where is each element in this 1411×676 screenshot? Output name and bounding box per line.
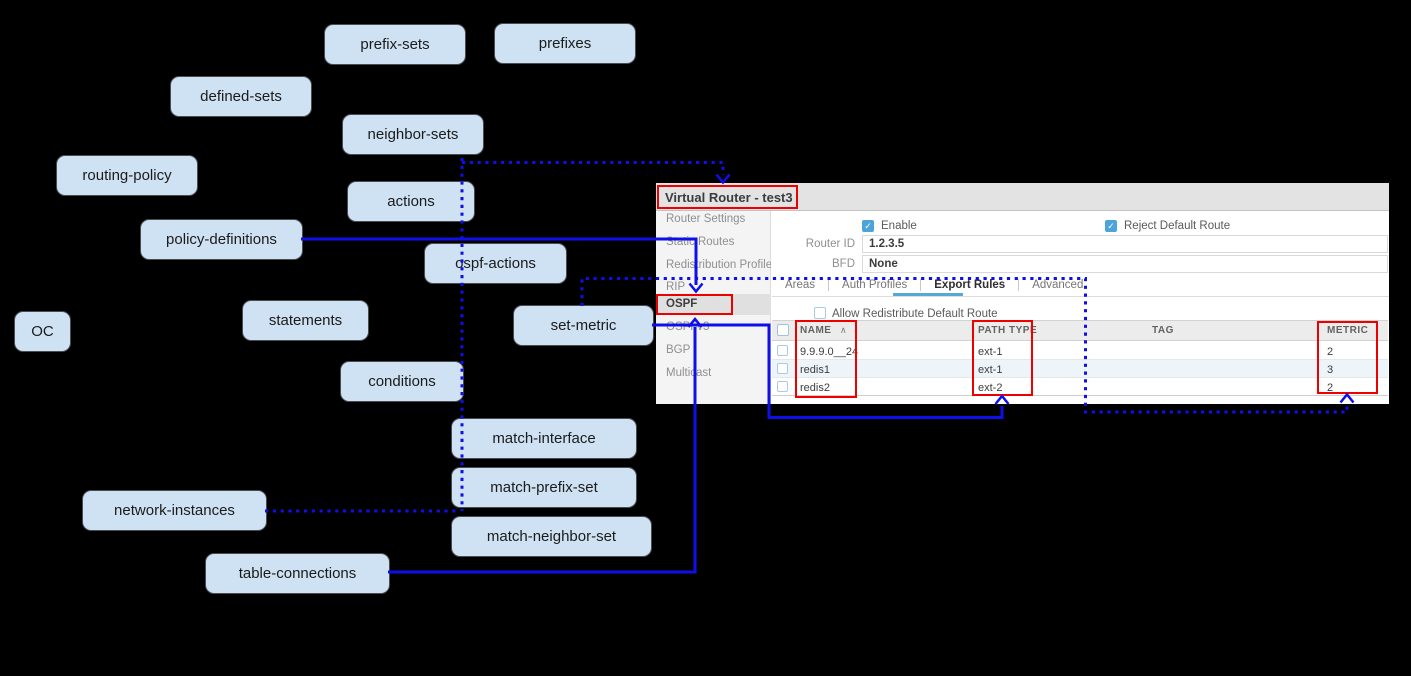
cell-metric: 2 (1327, 382, 1334, 394)
cell-name: redis2 (800, 382, 830, 394)
router-id-input[interactable]: 1.2.3.5 (862, 235, 1388, 253)
checkmark-icon: ✓ (1107, 221, 1115, 231)
bfd-select[interactable]: None (862, 255, 1388, 273)
tab-bar: Areas Auth Profiles Export Rules Advance… (785, 279, 1096, 291)
allow-redistribute-label: Allow Redistribute Default Route (832, 308, 998, 320)
sidebar-item-router-settings[interactable]: Router Settings (666, 213, 746, 225)
cell-path-type: ext-1 (978, 346, 1003, 358)
node-actions: actions (347, 181, 475, 222)
node-routing-policy: routing-policy (56, 155, 198, 196)
node-match-prefix-set: match-prefix-set (451, 467, 637, 508)
table-row[interactable] (772, 378, 1388, 396)
bfd-label: BFD (832, 258, 855, 270)
node-match-interface: match-interface (451, 418, 637, 459)
sort-ascending-icon[interactable]: ∧ (840, 325, 847, 335)
select-all-checkbox[interactable] (777, 324, 789, 336)
enable-checkbox[interactable]: ✓ (862, 220, 874, 232)
arrowhead-down-title (715, 173, 731, 185)
node-set-metric: set-metric (513, 305, 654, 346)
cell-metric: 3 (1327, 364, 1334, 376)
node-prefix-sets: prefix-sets (324, 24, 466, 65)
tab-areas[interactable]: Areas (785, 279, 816, 291)
column-header-path-type[interactable]: PATH TYPE (978, 325, 1038, 336)
sidebar-item-rip[interactable]: RIP (666, 281, 686, 293)
virtual-router-panel: Virtual Router - test3 Router Settings S… (656, 183, 1389, 404)
enable-label: Enable (881, 220, 917, 232)
sidebar-item-bgp[interactable]: BGP (666, 344, 691, 356)
allow-redistribute-checkbox[interactable] (814, 307, 826, 319)
table-footer-strip (772, 395, 1388, 404)
edge-neighbor-sets-to-title (462, 161, 725, 175)
node-oc: OC (14, 311, 71, 352)
cell-name: redis1 (800, 364, 830, 376)
node-network-instances: network-instances (82, 490, 267, 531)
tab-advanced[interactable]: Advanced (1032, 279, 1084, 291)
reject-default-route-label: Reject Default Route (1124, 220, 1231, 232)
row-checkbox[interactable] (777, 363, 788, 374)
cell-metric: 2 (1327, 346, 1334, 358)
row-checkbox[interactable] (777, 381, 788, 392)
table-row[interactable] (772, 342, 1388, 360)
ospf-highlight-box (656, 294, 733, 315)
column-header-tag[interactable]: TAG (1152, 325, 1174, 336)
node-neighbor-sets: neighbor-sets (342, 114, 484, 155)
node-policy-definitions: policy-definitions (140, 219, 303, 260)
reject-default-route-checkbox[interactable]: ✓ (1105, 220, 1117, 232)
title-highlight-box: Virtual Router - test3 (657, 185, 798, 209)
checkmark-icon: ✓ (864, 221, 872, 231)
node-statements: statements (242, 300, 369, 341)
sidebar-item-static-routes[interactable]: Static Routes (666, 236, 735, 248)
sidebar-item-multicast[interactable]: Multicast (666, 367, 712, 379)
column-header-metric[interactable]: METRIC (1327, 325, 1369, 336)
tab-export-rules[interactable]: Export Rules (934, 279, 1006, 291)
panel-titlebar: Virtual Router - test3 (656, 183, 1389, 211)
row-checkbox[interactable] (777, 345, 788, 356)
cell-path-type: ext-1 (978, 364, 1003, 376)
node-defined-sets: defined-sets (170, 76, 312, 117)
node-table-connections: table-connections (205, 553, 390, 594)
router-id-label: Router ID (805, 238, 855, 250)
node-conditions: conditions (340, 361, 464, 402)
table-row[interactable] (772, 360, 1388, 378)
node-match-neighbor-set: match-neighbor-set (451, 516, 652, 557)
sidebar-item-redistribution-profile[interactable]: Redistribution Profile (666, 259, 773, 271)
cell-path-type: ext-2 (978, 382, 1003, 394)
table-header-row (772, 320, 1388, 341)
node-prefixes: prefixes (494, 23, 636, 64)
cell-name: 9.9.9.0__24 (800, 346, 859, 358)
column-header-name[interactable]: NAME (800, 325, 832, 336)
tab-auth-profiles[interactable]: Auth Profiles (842, 279, 908, 291)
node-ospf-actions: ospf-actions (424, 243, 567, 284)
sidebar-item-ospfv3[interactable]: OSPFv3 (666, 321, 710, 333)
panel-title: Virtual Router - test3 (665, 189, 793, 205)
tab-bar-divider (772, 296, 1389, 297)
